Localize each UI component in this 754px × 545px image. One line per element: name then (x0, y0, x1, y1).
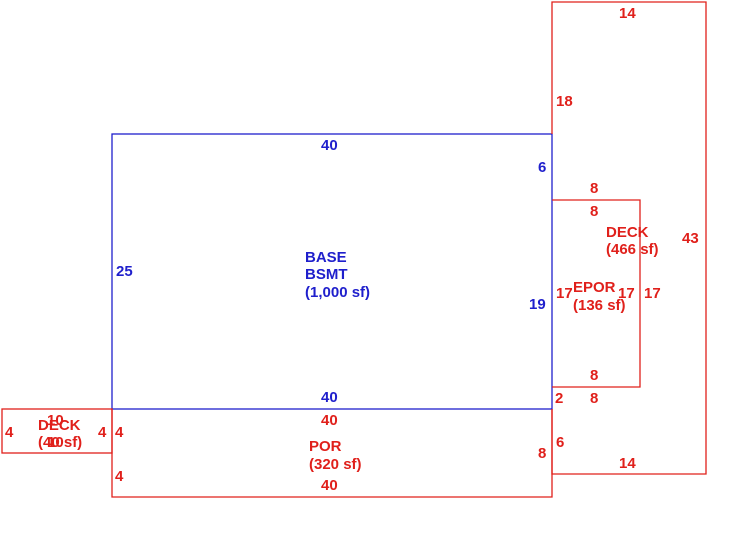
deck-right-dim-left-upper: 18 (556, 93, 573, 110)
por-dim-right: 8 (538, 445, 546, 462)
base-dim-top: 40 (321, 137, 338, 154)
base-dim-right-upper: 6 (538, 159, 546, 176)
deck-left-area: (40 sf) (38, 434, 82, 451)
epor-dim-bottom-inner: 8 (590, 367, 598, 384)
base-name: BASE (305, 249, 347, 266)
por-dim-left-upper: 4 (115, 424, 124, 441)
deck-right-dim-right-inner: 17 (644, 285, 661, 302)
deck-right-dim-top: 14 (619, 5, 636, 22)
base-outline (111, 133, 553, 410)
deck-left-name: DECK (38, 417, 81, 434)
deck-right-outline (551, 1, 707, 475)
deck-right-dim-left-lower: 6 (556, 434, 564, 451)
por-dim-left-lower: 4 (115, 468, 124, 485)
deck-left-dim-left: 4 (5, 424, 14, 441)
base-dim-left: 25 (116, 263, 133, 280)
por-area: (320 sf) (309, 456, 362, 473)
base-type: BSMT (305, 266, 348, 283)
epor-name: EPOR (573, 279, 616, 296)
deck-left-outline (1, 408, 113, 454)
base-dim-bottom: 40 (321, 389, 338, 406)
base-dim-right-lower: 19 (529, 296, 546, 313)
epor-dim-right: 17 (618, 285, 635, 302)
deck-right-area: (466 sf) (606, 241, 659, 258)
epor-dim-top-outer: 8 (590, 180, 598, 197)
por-name: POR (309, 438, 342, 455)
base-area: (1,000 sf) (305, 284, 370, 301)
epor-outline (552, 199, 641, 388)
deck-right-name: DECK (606, 224, 649, 241)
deck-right-dim-right: 43 (682, 230, 699, 247)
deck-left-dim-bottom: 10 (47, 434, 64, 451)
por-dim-bottom: 40 (321, 477, 338, 494)
epor-dim-bottom-outer: 8 (590, 390, 598, 407)
epor-area: (136 sf) (573, 297, 626, 314)
epor-dim-left: 17 (556, 285, 573, 302)
epor-dim-top-inner: 8 (590, 203, 598, 220)
deck-left-dim-top: 10 (47, 412, 64, 429)
deck-right-dim-bottom: 14 (619, 455, 636, 472)
por-dim-top: 40 (321, 412, 338, 429)
deck-left-dim-right: 4 (98, 424, 107, 441)
epor-dim-step: 2 (555, 390, 563, 407)
